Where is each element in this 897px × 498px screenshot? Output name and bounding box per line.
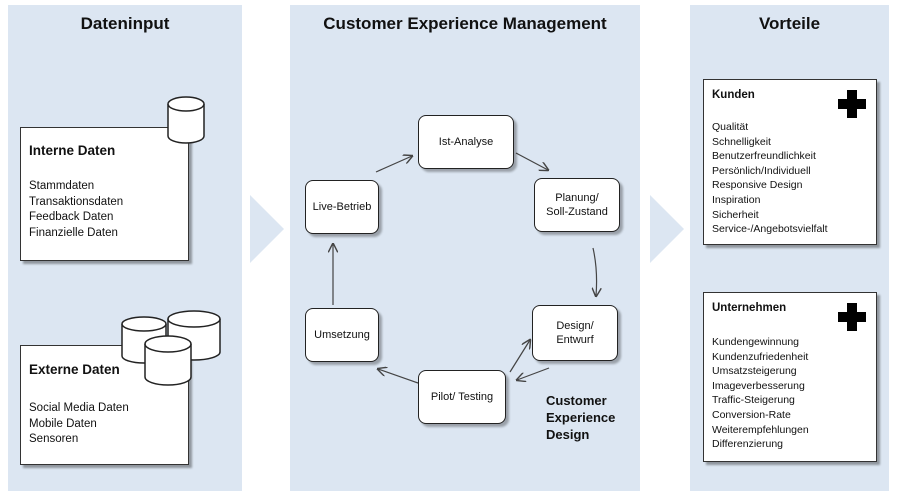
list-item: Transaktionsdaten (29, 195, 124, 208)
arrow-ist-to-planung (515, 152, 548, 170)
list-item: Imageverbesserung (712, 379, 805, 392)
kunden-box: Kunden Qualität Schnelligkeit Benutzerfr… (703, 79, 877, 245)
internal-data-box: Interne Daten Stammdaten Transaktionsdat… (20, 127, 189, 261)
list-item: Schnelligkeit (712, 135, 771, 148)
panel-title-dateninput: Dateninput (80, 14, 170, 33)
database-cylinder-icon (144, 335, 192, 386)
list-item: Benutzerfreundlichkeit (712, 150, 816, 163)
panel-title-cem: Customer Experience Management (323, 14, 607, 33)
list-item: Persönlich/Individuell (712, 164, 811, 177)
arrow-live-to-ist (375, 156, 412, 173)
node-design-entwurf: Design/ Entwurf (532, 305, 618, 361)
arrow-chevron-left (250, 195, 284, 263)
internal-data-list: Stammdaten Transaktionsdaten Feedback Da… (29, 179, 123, 241)
list-item: Weiterempfehlungen (712, 423, 809, 436)
internal-data-title: Interne Daten (29, 143, 116, 158)
list-item: Kundengewinnung (712, 336, 799, 348)
list-item: Sicherheit (712, 208, 759, 221)
node-ist-analyse: Ist-Analyse (418, 115, 514, 169)
arrow-chevron-right (650, 195, 684, 263)
unternehmen-title: Unternehmen (712, 302, 787, 314)
node-planung-soll-zustand: Planung/ Soll-Zustand (534, 178, 620, 232)
list-item: Qualität (712, 121, 749, 133)
node-umsetzung: Umsetzung (305, 308, 379, 362)
list-item: Feedback Daten (29, 211, 114, 223)
list-item: Inspiration (712, 193, 761, 206)
node-pilot-testing: Pilot/ Testing (418, 370, 506, 424)
list-item: Social Media Daten (29, 402, 129, 414)
arrow-pilot-to-design (509, 340, 530, 373)
list-item: Differenzierung (712, 438, 784, 451)
panel-title-vorteile: Vorteile (758, 14, 821, 33)
arrow-planung-to-design (593, 247, 597, 296)
kunden-list: Qualität Schnelligkeit Benutzerfreundlic… (712, 120, 828, 237)
customer-experience-design-label: Customer Experience Design (546, 393, 616, 442)
arrow-pilot-to-umsetzung (378, 369, 419, 384)
external-data-title: Externe Daten (29, 362, 120, 377)
list-item: Kundenzufriedenheit (712, 350, 809, 363)
plus-icon (838, 90, 866, 118)
list-item: Umsatzsteigerung (712, 365, 797, 378)
arrow-design-to-pilot (517, 367, 550, 380)
unternehmen-list: Kundengewinnung Kundenzufriedenheit Umsa… (712, 335, 809, 452)
list-item: Responsive Design (712, 179, 803, 192)
list-item: Stammdaten (29, 180, 95, 192)
list-item: Sensoren (29, 433, 79, 445)
node-live-betrieb: Live-Betrieb (305, 180, 379, 234)
unternehmen-box: Unternehmen Kundengewinnung Kundenzufrie… (703, 292, 877, 462)
list-item: Conversion-Rate (712, 408, 791, 421)
plus-icon (838, 303, 866, 331)
kunden-title: Kunden (712, 89, 755, 101)
list-item: Mobile Daten (29, 417, 97, 430)
external-data-list: Social Media Daten Mobile Daten Sensoren (29, 401, 129, 448)
list-item: Finanzielle Daten (29, 226, 118, 239)
list-item: Service-/Angebotsvielfalt (712, 223, 828, 236)
database-cylinder-icon (167, 96, 205, 144)
list-item: Traffic-Steigerung (712, 394, 795, 407)
